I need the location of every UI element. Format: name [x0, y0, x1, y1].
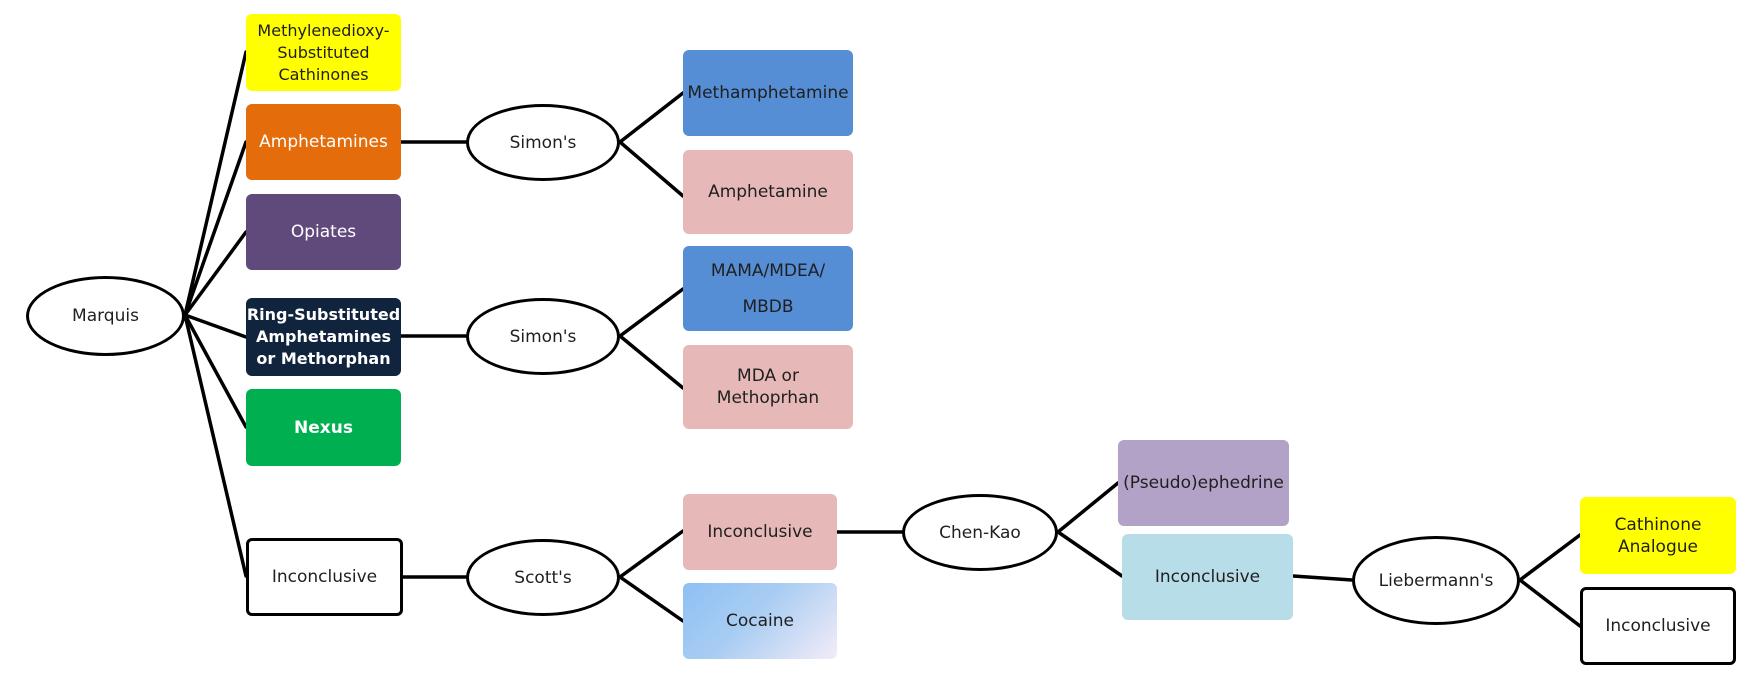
simons-test-node-2: Simon's: [466, 298, 620, 375]
mama-mdea-mbdb-node: MAMA/MDEA/ MBDB: [683, 246, 853, 331]
edge-inconclusive-liebermanns: [1291, 574, 1354, 582]
edge-liebermanns-inconclusive: [1518, 578, 1582, 628]
edge-marquis-methylenedioxy: [183, 50, 248, 317]
edge-scotts-cocaine: [618, 575, 685, 623]
scotts-test-node: Scott's: [466, 539, 620, 616]
inconclusive-scotts-node: Inconclusive: [683, 494, 837, 570]
edge-scotts-inconclusive: [618, 529, 685, 579]
methylenedioxy-cathinones-node: Methylenedioxy- Substituted Cathinones: [246, 14, 401, 91]
cathinone-analogue-node: Cathinone Analogue: [1580, 497, 1736, 574]
simons-test-node-1: Simon's: [466, 104, 620, 181]
inconclusive-liebermanns-node: Inconclusive: [1580, 587, 1736, 665]
edge-simons1-amphetamine: [618, 140, 685, 198]
cocaine-node: Cocaine: [683, 583, 837, 659]
inconclusive-marquis-node: Inconclusive: [246, 538, 403, 616]
edge-simons1-methamphetamine: [618, 91, 685, 144]
chen-kao-test-node: Chen-Kao: [902, 494, 1058, 571]
nexus-node: Nexus: [246, 389, 401, 466]
edge-chenkao-pseudoephedrine: [1056, 481, 1120, 534]
ring-substituted-amphetamines-node: Ring-Substituted Amphetamines or Methorp…: [246, 298, 401, 376]
liebermanns-test-node: Liebermann's: [1352, 536, 1520, 625]
edge-liebermanns-cathinone: [1518, 533, 1582, 582]
amphetamines-node: Amphetamines: [246, 104, 401, 180]
amphetamine-node: Amphetamine: [683, 150, 853, 234]
mda-or-methorphan-node: MDA or Methoprhan: [683, 345, 853, 429]
edge-marquis-inconclusive: [183, 313, 248, 578]
inconclusive-chen-kao-node: Inconclusive: [1122, 534, 1293, 620]
edge-marquis-nexus: [183, 313, 248, 429]
pseudoephedrine-node: (Pseudo)ephedrine: [1118, 440, 1289, 526]
edge-simons2-mda: [618, 334, 685, 390]
edge-simons2-mama: [618, 287, 685, 338]
edge-marquis-opiates: [183, 230, 248, 317]
opiates-node: Opiates: [246, 194, 401, 270]
edge-chenkao-inconclusive: [1056, 530, 1124, 578]
methamphetamine-node: Methamphetamine: [683, 50, 853, 136]
edge-marquis-ring-substituted: [183, 313, 248, 339]
edge-marquis-amphetamines: [183, 140, 248, 317]
marquis-test-node: Marquis: [26, 276, 185, 356]
